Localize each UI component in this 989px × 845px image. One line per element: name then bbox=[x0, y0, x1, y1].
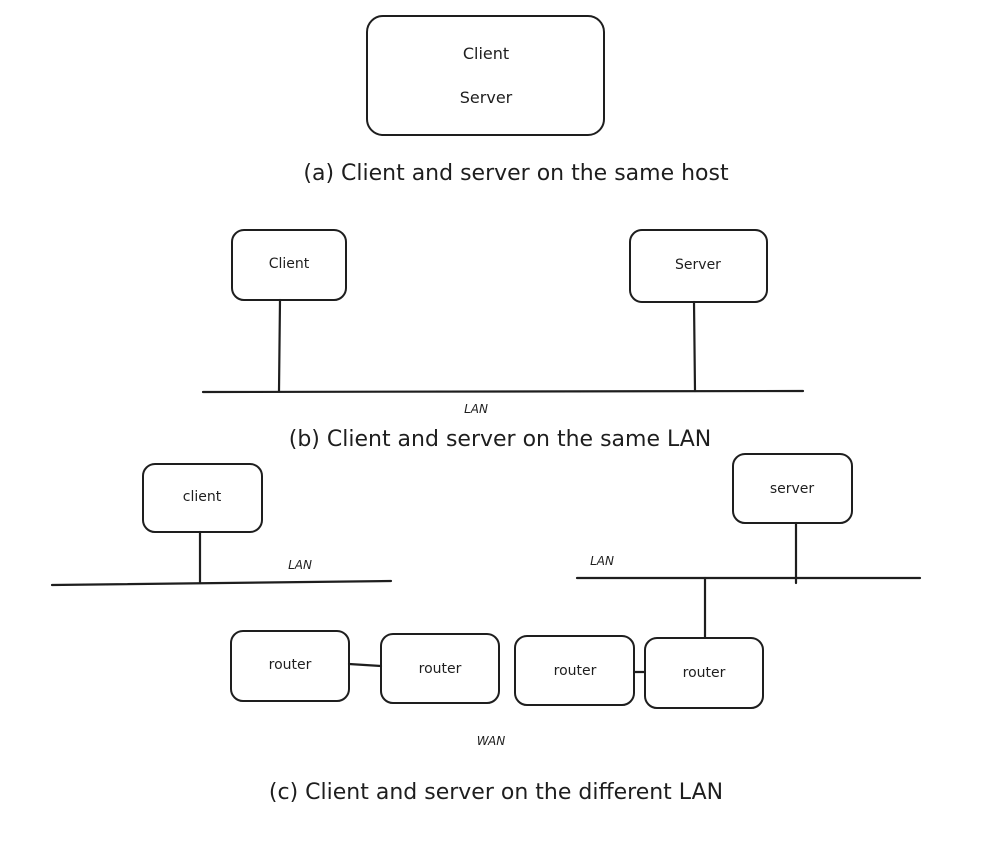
lan-label-left: LAN bbox=[288, 558, 312, 572]
router-box-1 bbox=[230, 630, 350, 702]
server-box-c bbox=[732, 453, 853, 524]
client-box-c bbox=[142, 463, 263, 533]
host-server-label: Server bbox=[460, 88, 513, 107]
router-box-3 bbox=[514, 635, 635, 706]
section-c: client LAN server LAN router router rout… bbox=[50, 453, 922, 805]
section-a: Client Server (a) Client and server on t… bbox=[303, 15, 729, 186]
section-b: Client Server LAN (b) Client and server … bbox=[201, 229, 805, 452]
client-label-b: Client bbox=[269, 256, 310, 272]
client-label-c: client bbox=[183, 489, 222, 505]
caption-a: (a) Client and server on the same host bbox=[303, 161, 729, 186]
router-label-3: router bbox=[554, 663, 597, 679]
server-label-b: Server bbox=[675, 257, 721, 273]
wan-label: WAN bbox=[477, 734, 505, 748]
router-label-1: router bbox=[269, 657, 312, 673]
caption-c: (c) Client and server on the different L… bbox=[269, 780, 723, 805]
lan-label-b: LAN bbox=[464, 402, 488, 416]
host-client-label: Client bbox=[463, 44, 509, 63]
server-label-c: server bbox=[770, 481, 815, 497]
lan-bus-b bbox=[201, 389, 805, 394]
host-box bbox=[366, 15, 605, 136]
client-box-b bbox=[231, 229, 347, 301]
router-label-4: router bbox=[683, 665, 726, 681]
server-drop-b bbox=[692, 300, 697, 393]
router-link-1-2 bbox=[347, 662, 383, 668]
server-box-b bbox=[629, 229, 768, 303]
lan-label-right: LAN bbox=[590, 554, 614, 568]
client-drop-b bbox=[277, 298, 282, 393]
caption-b: (b) Client and server on the same LAN bbox=[289, 427, 712, 452]
lan-bus-left bbox=[50, 579, 393, 587]
router-box-2 bbox=[380, 633, 500, 704]
router-label-2: router bbox=[419, 661, 462, 677]
